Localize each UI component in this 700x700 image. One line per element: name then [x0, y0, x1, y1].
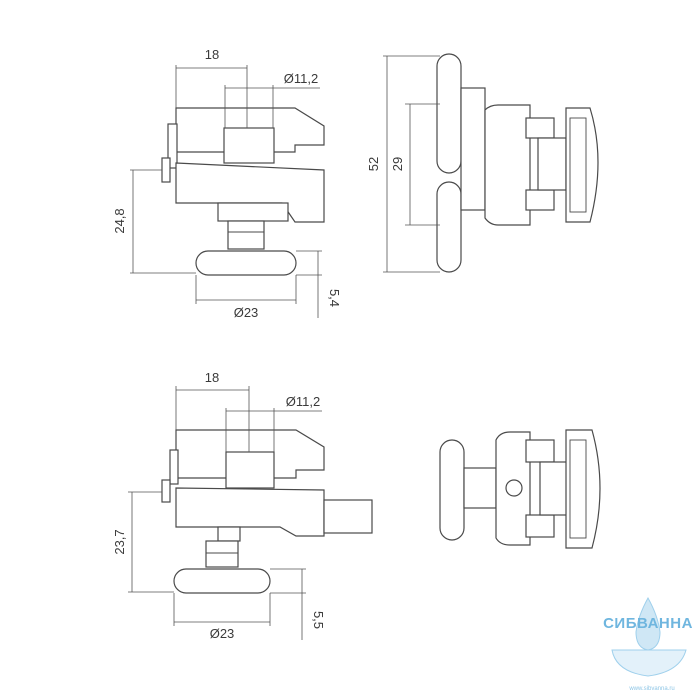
dim-height-2: 23,7	[112, 529, 127, 554]
dim-overall: 52	[366, 157, 381, 171]
dim-bore: Ø11,2	[284, 71, 318, 86]
top-front-view: 52 29	[366, 53, 599, 273]
dim-width-top-2: 18	[205, 370, 219, 385]
bottom-front-view	[439, 429, 601, 549]
dim-height: 24,8	[112, 208, 127, 233]
dim-knob-dia-2: Ø23	[210, 626, 235, 641]
dim-knob-thick: 5,4	[327, 289, 342, 307]
bathtub-icon	[611, 649, 687, 677]
dim-knob-thick-2: 5,5	[311, 611, 326, 629]
top-side-view: 18 Ø11,2 24,8 Ø23 5,4	[112, 47, 342, 320]
dim-knob-dia: Ø23	[234, 305, 259, 320]
dim-spacing: 29	[390, 157, 405, 171]
brand-watermark: СИБВАННА www.sibvanna.ru	[603, 596, 693, 692]
brand-site: www.sibvanna.ru	[628, 686, 674, 692]
brand-name: СИБВАННА	[603, 615, 693, 632]
dim-width-top: 18	[205, 47, 219, 62]
dim-bore-2: Ø11,2	[286, 394, 320, 409]
bottom-side-view: 18 Ø11,2 23,7 Ø23 5,5	[112, 370, 373, 641]
